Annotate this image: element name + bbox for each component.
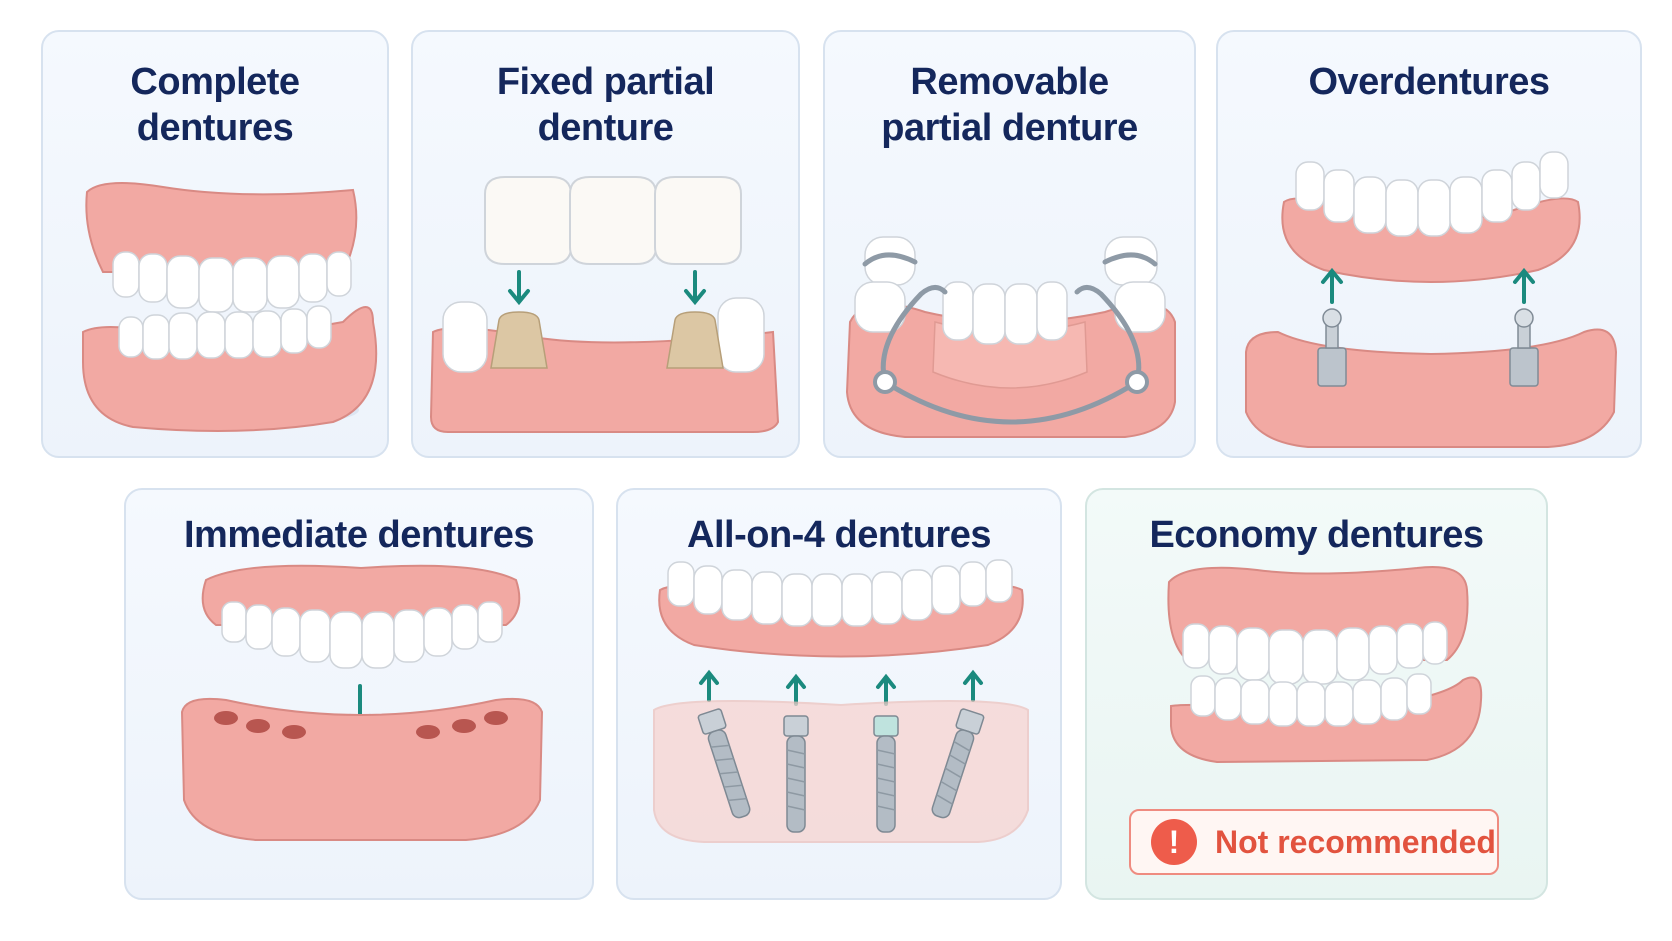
economy-dentures-illustration <box>1167 566 1483 764</box>
card-title: Overdentures <box>1308 61 1550 103</box>
all-on-4-dentures-illustration <box>653 559 1029 843</box>
card-title: Fixed partial denture <box>496 61 715 149</box>
card-title: All-on-4 dentures <box>687 514 991 556</box>
card-immediate-dentures: Immediate dentures <box>124 488 594 900</box>
card-fixed-partial-denture: Fixed partial denture <box>411 30 800 458</box>
fixed-partial-denture-illustration <box>429 176 780 433</box>
card-all-on-4-dentures: All-on-4 dentures <box>616 488 1062 900</box>
removable-partial-denture-illustration <box>845 236 1176 438</box>
card-overdentures: Overdentures <box>1216 30 1642 458</box>
immediate-dentures-illustration <box>180 564 544 841</box>
card-removable-partial-denture: Removable partial denture <box>823 30 1196 458</box>
not-recommended-badge: ! Not recommended <box>1129 809 1499 875</box>
exclamation-icon: ! <box>1151 819 1197 865</box>
card-title: Removable partial denture <box>881 61 1138 149</box>
card-complete-dentures: Complete dentures <box>41 30 389 458</box>
warning-label: Not recommended <box>1215 823 1496 860</box>
card-title: Complete dentures <box>130 61 300 149</box>
card-title: Immediate dentures <box>184 514 535 556</box>
card-title: Economy dentures <box>1149 514 1484 556</box>
complete-dentures-illustration <box>82 182 378 432</box>
overdentures-illustration <box>1245 151 1618 448</box>
